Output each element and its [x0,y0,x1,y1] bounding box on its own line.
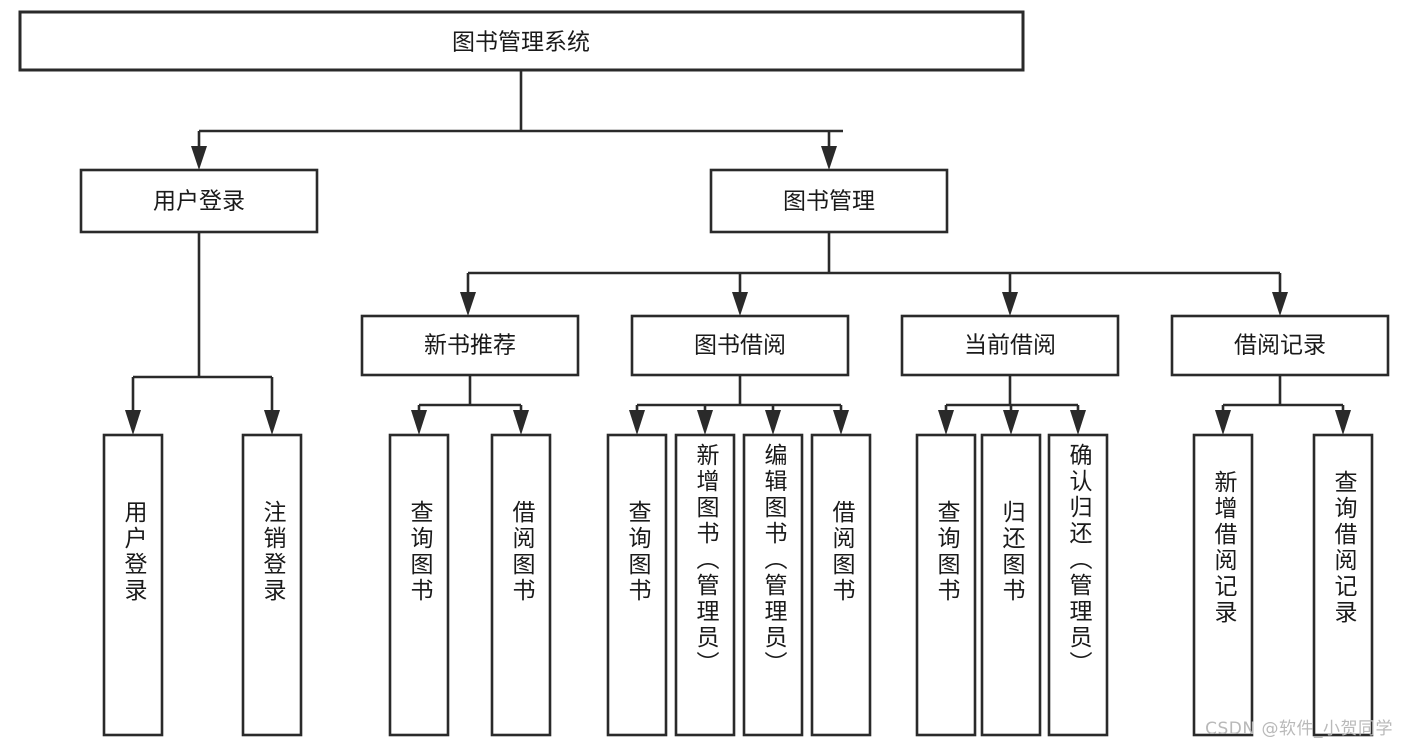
csdn-watermark: CSDN @软件_小贺同学 [1205,719,1393,739]
leaf-book-borrow-query-book-label: 查询图书 [624,500,652,604]
arrow-head-bookborrow-leaf3 [765,410,781,435]
connectors-userlogin-to-leaves [125,232,280,435]
leaf-new-books-query-book-label: 查询图书 [406,500,434,604]
node-borrow-records[interactable]: 借阅记录 [1170,314,1390,377]
leaf-user-login-logout-label: 注销登录 [259,500,287,604]
node-root-book-management-system[interactable]: 图书管理系统 [18,10,1025,72]
node-book-management[interactable]: 图书管理 [709,168,949,234]
arrow-head-bookborrow-leaf2 [697,410,713,435]
node-current-borrow-box [900,314,1120,377]
leaf-current-borrow-query-book-box [915,433,977,737]
leaf-current-borrow-return-book-box [980,433,1042,737]
arrow-head-book-mgmt [821,146,837,170]
leaf-book-borrow-borrow-book[interactable]: 借阅图书 [810,433,872,737]
arrow-head-userlogin-leaf2 [264,410,280,435]
leaf-borrow-records-add-record[interactable]: 新增借阅记录 [1192,433,1254,737]
arrow-head-currentborrow-leaf1 [938,410,954,435]
leaf-current-borrow-query-book[interactable]: 查询图书 [915,433,977,737]
arrow-head-currentborrow-leaf2 [1003,410,1019,435]
arrow-head-currentborrow-leaf3 [1070,410,1086,435]
arrow-head-borrowrecords-leaf1 [1215,410,1231,435]
node-current-borrow-label: 当前借阅 [964,333,1056,359]
leaf-book-borrow-query-book-box [606,433,668,737]
leaf-borrow-records-add-record-label: 新增借阅记录 [1210,470,1238,626]
node-root-label: 图书管理系统 [452,30,590,56]
node-borrow-records-box [1170,314,1390,377]
arrow-head-borrow-records [1272,292,1288,316]
arrow-head-current-borrow [1002,292,1018,316]
arrow-head-new-books [460,292,476,316]
leaf-current-borrow-return-book-label: 归还图书 [998,500,1026,604]
arrow-head-borrowrecords-leaf2 [1335,410,1351,435]
arrow-head-bookborrow-leaf1 [629,410,645,435]
leaf-user-login-login-label: 用户登录 [120,500,148,604]
arrow-head-book-borrow [732,292,748,316]
connectors-bookmgmt-to-level3 [460,232,1288,316]
leaf-book-borrow-edit-book[interactable]: 编辑图书（管理员） [742,433,804,737]
leaf-current-borrow-confirm-return[interactable]: 确认归还（管理员） [1047,433,1109,737]
node-user-login-label: 用户登录 [153,189,245,215]
leaf-borrow-records-query-record[interactable]: 查询借阅记录 [1312,433,1374,737]
leaf-new-books-query-book-box [388,433,450,737]
node-user-login[interactable]: 用户登录 [79,168,319,234]
arrow-head-newbooks-leaf2 [513,410,529,435]
leaf-book-borrow-edit-book-label: 编辑图书（管理员） [760,443,788,677]
leaf-book-borrow-edit-book-box [742,433,804,737]
leaf-borrow-records-query-record-box [1312,433,1374,737]
node-book-borrow[interactable]: 图书借阅 [630,314,850,377]
leaf-current-borrow-confirm-return-label: 确认归还（管理员） [1065,443,1093,677]
connectors-root-to-level2 [191,70,843,170]
node-borrow-records-label: 借阅记录 [1234,333,1326,359]
node-new-book-recommendation-box [360,314,580,377]
leaf-current-borrow-return-book[interactable]: 归还图书 [980,433,1042,737]
node-new-book-recommendation[interactable]: 新书推荐 [360,314,580,377]
node-book-management-label: 图书管理 [783,189,875,215]
leaf-user-login-logout-box [241,433,303,737]
leaf-book-borrow-query-book[interactable]: 查询图书 [606,433,668,737]
leaf-new-books-borrow-book-label: 借阅图书 [508,500,536,604]
arrow-head-userlogin-leaf1 [125,410,141,435]
arrow-head-newbooks-leaf1 [411,410,427,435]
leaf-borrow-records-add-record-box [1192,433,1254,737]
arrow-head-bookborrow-leaf4 [833,410,849,435]
leaf-new-books-query-book[interactable]: 查询图书 [388,433,450,737]
node-root-box [18,10,1025,72]
leaf-new-books-borrow-book[interactable]: 借阅图书 [490,433,552,737]
node-book-management-box [709,168,949,234]
arrow-head-user-login [191,146,207,170]
node-current-borrow[interactable]: 当前借阅 [900,314,1120,377]
leaf-book-borrow-borrow-book-label: 借阅图书 [828,500,856,604]
leaf-current-borrow-confirm-return-box [1047,433,1109,737]
node-book-borrow-box [630,314,850,377]
leaf-book-borrow-add-book-box [674,433,736,737]
connectors-newbooks-to-leaves [411,375,529,435]
leaf-book-borrow-add-book[interactable]: 新增图书（管理员） [674,433,736,737]
leaf-borrow-records-query-record-label: 查询借阅记录 [1330,470,1358,626]
connectors-borrowrecords-to-leaves [1215,375,1351,435]
leaf-book-borrow-borrow-book-box [810,433,872,737]
node-book-borrow-label: 图书借阅 [694,333,786,359]
leaf-user-login-login[interactable]: 用户登录 [102,433,164,737]
node-user-login-box [79,168,319,234]
leaf-user-login-login-box [102,433,164,737]
leaf-user-login-logout[interactable]: 注销登录 [241,433,303,737]
leaf-new-books-borrow-book-box [490,433,552,737]
leaf-current-borrow-query-book-label: 查询图书 [933,500,961,604]
node-new-book-recommendation-label: 新书推荐 [424,333,516,359]
connectors-currentborrow-to-leaves [938,375,1086,435]
connectors-bookborrow-to-leaves [629,375,849,435]
leaf-book-borrow-add-book-label: 新增图书（管理员） [692,443,720,677]
